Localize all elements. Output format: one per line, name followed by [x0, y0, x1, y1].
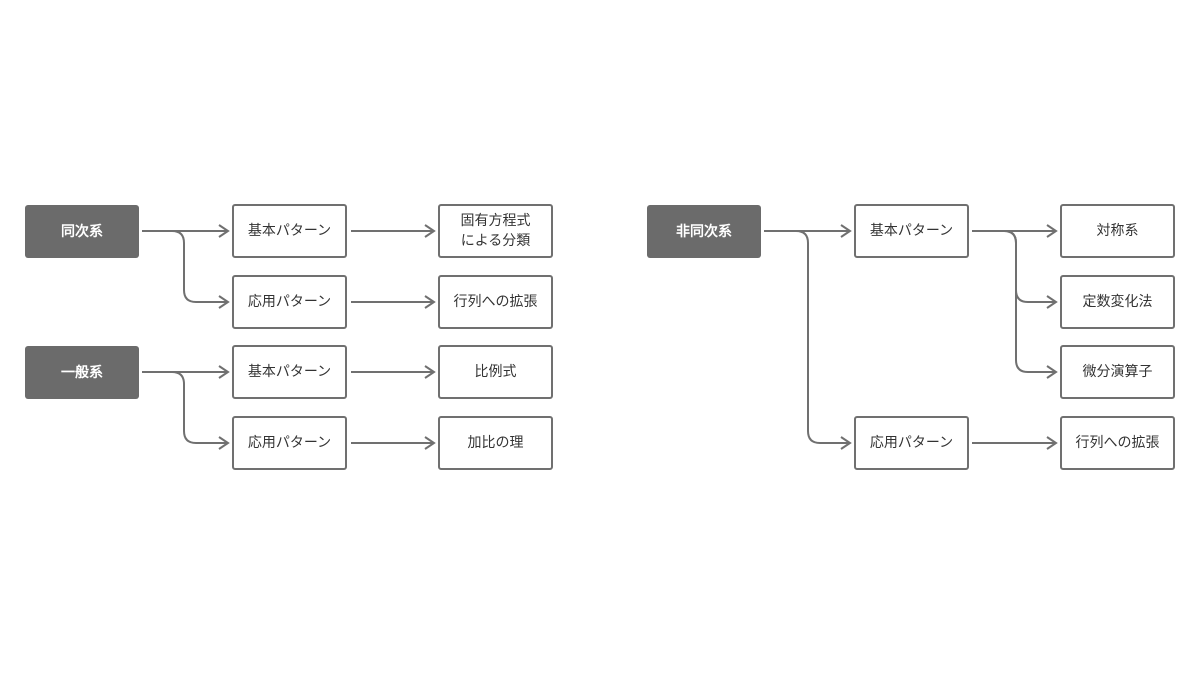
leaf-node-kahi-no-ri: 加比の理: [438, 416, 553, 470]
leaf-label: 加比の理: [467, 435, 524, 451]
root-node-ippankei: 一般系: [25, 346, 139, 399]
branch-label: 基本パターン: [247, 364, 332, 380]
root-node-dojikei: 同次系: [25, 205, 139, 258]
branch-label: 応用パターン: [247, 294, 332, 310]
leaf-label: 行列への拡張: [1075, 435, 1160, 451]
connector-root2-applied: [142, 371, 230, 450]
branch-node-applied-pattern: 応用パターン: [232, 275, 347, 329]
leaf-label: 定数変化法: [1082, 294, 1153, 310]
leaf-node-differential-operator: 微分演算子: [1060, 345, 1175, 399]
branch-node-applied-pattern: 応用パターン: [232, 416, 347, 470]
connector-basic3-leaf-3: [972, 230, 1058, 379]
leaf-label: 行列への拡張: [453, 294, 538, 310]
connector-root3-applied: [764, 230, 852, 450]
leaf-node-variation-of-constants: 定数変化法: [1060, 275, 1175, 329]
branch-label: 基本パターン: [869, 223, 954, 239]
root-label: 非同次系: [676, 223, 732, 240]
root-label: 一般系: [61, 364, 103, 381]
root-node-hidojikei: 非同次系: [647, 205, 761, 258]
branch-node-applied-pattern: 応用パターン: [854, 416, 969, 470]
branch-node-basic-pattern: 基本パターン: [232, 204, 347, 258]
leaf-label: 対称系: [1096, 223, 1139, 239]
branch-label: 基本パターン: [247, 223, 332, 239]
leaf-node-symmetric-system: 対称系: [1060, 204, 1175, 258]
leaf-label: 比例式: [474, 364, 517, 380]
leaf-label: 微分演算子: [1082, 364, 1153, 380]
leaf-node-eigen-classification: 固有方程式 による分類: [438, 204, 553, 258]
root-label: 同次系: [61, 223, 103, 240]
leaf-label: 固有方程式 による分類: [460, 213, 531, 249]
connector-root1-applied: [142, 230, 230, 309]
leaf-node-proportion: 比例式: [438, 345, 553, 399]
branch-label: 応用パターン: [869, 435, 954, 451]
leaf-node-matrix-extension: 行列への拡張: [1060, 416, 1175, 470]
branch-node-basic-pattern: 基本パターン: [232, 345, 347, 399]
connector-basic3-leaf-2: [972, 230, 1058, 309]
leaf-node-matrix-extension: 行列への拡張: [438, 275, 553, 329]
branch-label: 応用パターン: [247, 435, 332, 451]
branch-node-basic-pattern: 基本パターン: [854, 204, 969, 258]
